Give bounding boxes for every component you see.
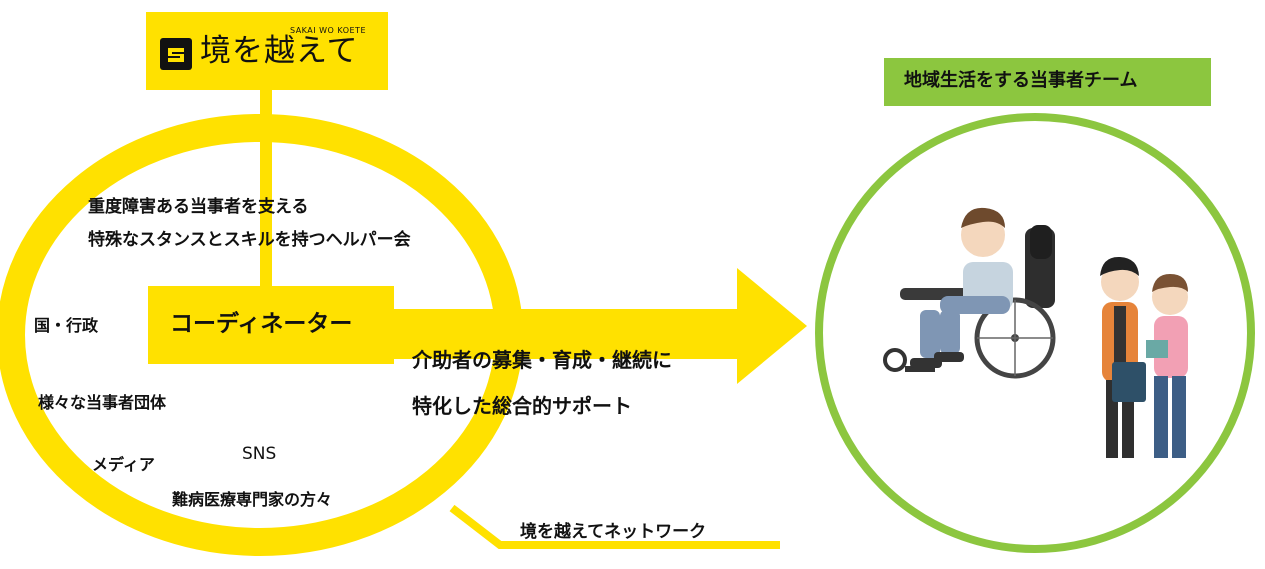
helper-association-line1: 重度障害ある当事者を支える	[88, 197, 309, 217]
support-arrow-head	[737, 268, 807, 384]
media-label: メディア	[92, 455, 155, 474]
government-label: 国・行政	[34, 316, 99, 335]
logo-title: 境を越えて	[200, 33, 359, 69]
team-label: 地域生活をする当事者チーム	[904, 70, 1138, 91]
support-line2: 特化した総合的サポート	[412, 394, 632, 418]
support-line1: 介助者の募集・育成・継続に	[412, 348, 672, 372]
wheelchair-icon	[883, 225, 1056, 379]
coordinator-box: コーディネーター	[148, 286, 394, 364]
logo-romaji: SAKAI WO KOETE	[289, 26, 366, 35]
logo-connector-line	[260, 88, 272, 288]
s-logo-icon	[160, 38, 192, 70]
helper-woman-figure	[1146, 274, 1188, 458]
coordinator-label: コーディネーター	[170, 311, 353, 337]
support-arrow-shaft	[390, 309, 740, 359]
team-label-box: 地域生活をする当事者チーム	[884, 58, 1211, 106]
wheelchair-user-with-helpers-illustration	[883, 207, 1188, 458]
groups-label: 様々な当事者団体	[38, 393, 167, 412]
logo-box: SAKAI WO KOETE 境を越えて	[146, 12, 388, 90]
network-label: 境を越えてネットワーク	[520, 522, 707, 542]
network-label-line	[449, 504, 780, 549]
helper-man-figure	[1100, 256, 1146, 458]
helper-association-line2: 特殊なスタンスとスキルを持つヘルパー会	[88, 230, 411, 250]
sns-label: SNS	[242, 444, 277, 464]
experts-label: 難病医療専門家の方々	[172, 490, 333, 509]
seated-person-figure	[910, 207, 1013, 368]
team-circle	[815, 113, 1255, 553]
